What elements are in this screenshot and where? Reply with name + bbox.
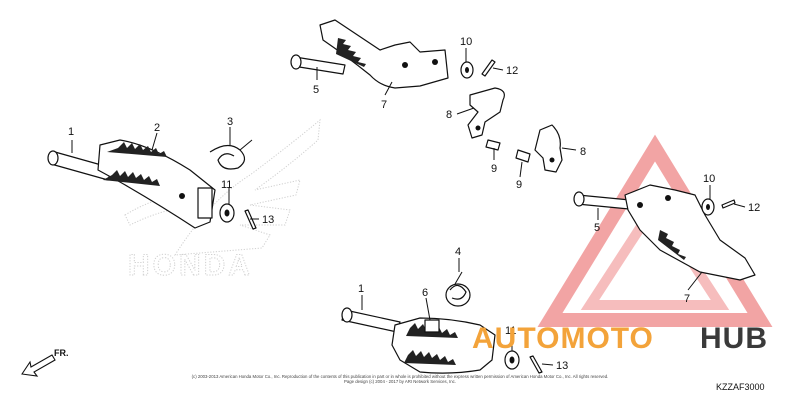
callout-11-upper: 11 (221, 179, 232, 191)
copyright-line-2: Page design (c) 2004 - 2017 by ARI Netwo… (344, 379, 456, 384)
footpeg-6-lower (391, 317, 496, 374)
washer-11-upper (219, 203, 235, 223)
watermark-text-hub: HUB (700, 322, 768, 355)
holder-7-right (624, 184, 756, 281)
callout-9-left: 9 (491, 163, 497, 175)
bolt-9-right (515, 149, 531, 163)
copyright-notice: (c) 2003-2013 American Honda Motor Co., … (192, 374, 609, 384)
washer-10-upper (460, 61, 474, 79)
bolt-9-left (485, 139, 501, 151)
callout-5-right: 5 (594, 222, 600, 234)
callout-7-upper: 7 (381, 99, 387, 111)
callout-8-left: 8 (446, 109, 452, 121)
cotter-pin-12-right (721, 199, 736, 209)
leader-lines (71, 48, 746, 366)
callout-5-upper: 5 (313, 84, 319, 96)
callout-labels: 1 2 3 11 13 5 7 10 12 8 9 9 8 5 10 12 7 … (68, 36, 760, 372)
footpeg-2-upper (97, 139, 216, 229)
pin-1-upper (47, 150, 113, 181)
callout-1-upper: 1 (68, 126, 74, 138)
cotter-pin-12-upper (481, 59, 496, 77)
honda-wing-logo: HONDA (124, 118, 321, 283)
callout-13-upper: 13 (262, 214, 274, 226)
callout-10-right: 10 (703, 173, 715, 185)
pin-5-right (573, 191, 631, 210)
callout-13-lower: 13 (556, 360, 568, 372)
front-direction-label: FR. (54, 348, 69, 358)
callout-9-right: 9 (516, 179, 522, 191)
front-arrow-icon (21, 354, 56, 377)
copyright-line-1: (c) 2003-2013 American Honda Motor Co., … (192, 374, 609, 379)
callout-11-lower: 11 (505, 325, 516, 337)
bracket-8-left (467, 87, 505, 139)
callout-12-right: 12 (748, 202, 760, 214)
holder-7-upper (319, 19, 449, 89)
callout-10-upper: 10 (460, 36, 472, 48)
front-direction-indicator: FR. (21, 348, 69, 377)
automotohub-watermark-text: AUTOMOTO HUB (472, 322, 768, 355)
callout-4: 4 (455, 246, 461, 258)
callout-3: 3 (227, 116, 233, 128)
pin-1-lower (341, 307, 401, 333)
callout-6: 6 (422, 287, 428, 299)
cotter-pin-13-lower (529, 355, 543, 374)
washer-10-right (701, 198, 715, 216)
watermark-text-automoto: AUTOMOTO (472, 322, 654, 355)
spring-3 (209, 139, 253, 170)
callout-8-right: 8 (580, 146, 586, 158)
honda-logo-text: HONDA (128, 249, 253, 282)
callout-2: 2 (154, 122, 160, 134)
pin-5-upper (290, 54, 346, 75)
callout-12-upper: 12 (506, 65, 518, 77)
bracket-8-right (534, 124, 563, 173)
diagram-part-code: KZZAF3000 (716, 382, 765, 392)
spring-4 (445, 271, 471, 307)
callout-1-lower: 1 (358, 283, 364, 295)
callout-7-right: 7 (684, 293, 690, 305)
